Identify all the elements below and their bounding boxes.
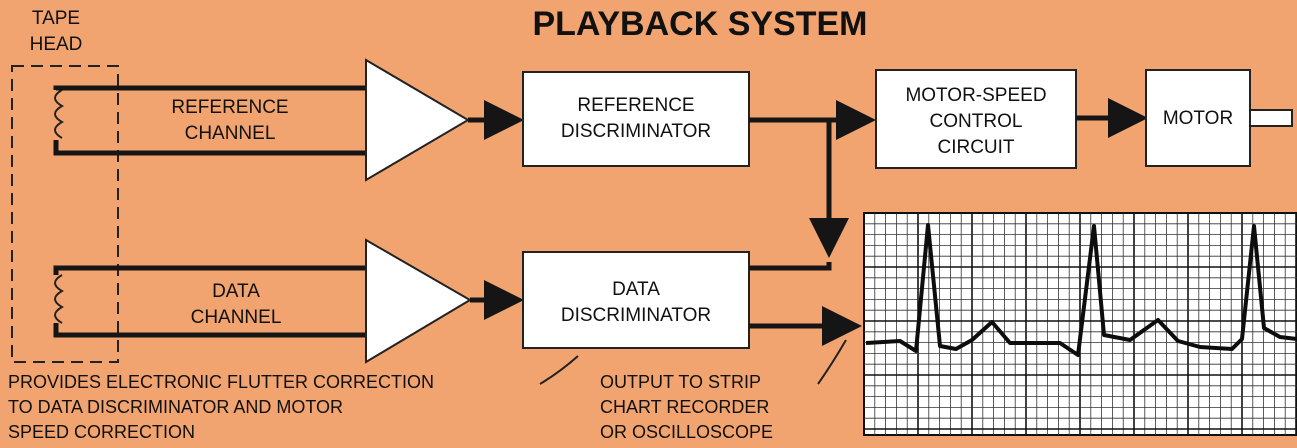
reference-channel-wire-bottom [53,140,366,156]
reference-channel-wire-top [53,85,366,91]
data-channel-label-line1: DATA [212,281,260,302]
motor-speed-control-label-line2: CONTROL [930,111,1023,132]
tape-head-label-line1: TAPE [32,8,80,29]
output-note-leader [817,339,847,385]
data-head-coil-icon [54,274,65,324]
strip-chart [863,212,1297,436]
motor-speed-control-label-line3: CIRCUIT [937,137,1014,158]
flutter-note-line3: SPEED CORRECTION [8,422,195,442]
tape-head-label-line2: HEAD [30,34,83,55]
tape-head-enclosure [11,65,119,363]
output-note-line2: CHART RECORDER [600,397,769,417]
strip-chart-grid [863,212,1297,435]
reference-channel-label-line2: CHANNEL [185,123,276,144]
data-amplifier [365,238,472,364]
data-channel-wire-top [53,265,366,275]
strip-chart-trace [865,223,1297,357]
reference-discriminator-box [522,71,750,167]
reference-amplifier [365,58,470,182]
reference-discriminator-label-line1: REFERENCE [577,95,694,116]
reference-channel-label-line1: REFERENCE [171,97,288,118]
flutter-note-leader [539,355,579,385]
data-discriminator-label-line1: DATA [612,279,660,300]
output-note-line3: OR OSCILLOSCOPE [600,422,773,442]
motor-speed-control-label-line1: MOTOR-SPEED [905,85,1046,106]
motor-speed-control-box [875,69,1077,169]
data-channel-label-line2: CHANNEL [191,307,282,328]
motor-box [1145,69,1251,167]
output-note-line1: OUTPUT TO STRIP [600,372,761,392]
data-discriminator-box [522,251,750,349]
motor-label: MOTOR [1163,108,1233,129]
data-discriminator-label-line2: DISCRIMINATOR [561,305,711,326]
reference-head-coil-icon [54,89,65,139]
flutter-note-line2: TO DATA DISCRIMINATOR AND MOTOR [8,397,343,417]
reference-discriminator-label-line2: DISCRIMINATOR [561,121,711,142]
flutter-note-line1: PROVIDES ELECTRONIC FLUTTER CORRECTION [8,372,434,392]
motor-shaft [1249,109,1293,127]
data-channel-wire-bottom [53,323,366,338]
data-discriminator-feedback-wire [749,262,832,271]
diagram-title: PLAYBACK SYSTEM [532,5,867,43]
